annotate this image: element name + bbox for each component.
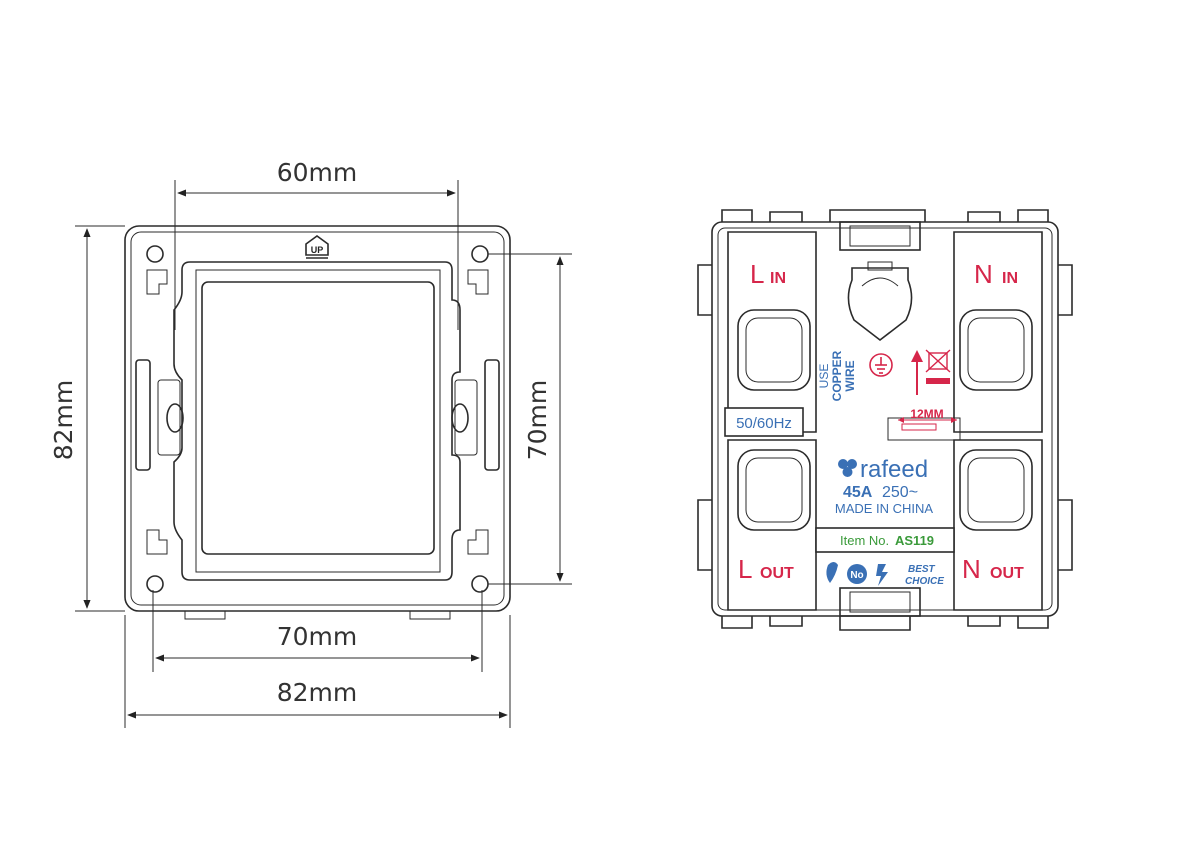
use-wire-line-2: COPPER bbox=[830, 350, 844, 401]
frame-side-slot-left bbox=[135, 359, 151, 471]
frame-bottom-notch-right bbox=[409, 611, 451, 620]
terminal-block-n-out bbox=[953, 439, 1043, 611]
rating-voltage: 250~ bbox=[882, 484, 918, 501]
label-l-in-sub: IN bbox=[770, 270, 786, 287]
module-top-clip-2 bbox=[769, 211, 803, 222]
frame-clip-right bbox=[454, 379, 478, 456]
up-mark-label: UP bbox=[311, 245, 324, 255]
certification-icons: No BEST CHOICE bbox=[826, 562, 944, 587]
frame-hole-tr bbox=[471, 245, 489, 263]
frame-bottom-notch-left bbox=[184, 611, 226, 620]
frame-hole-tl bbox=[146, 245, 164, 263]
frame-hole-bl bbox=[146, 575, 164, 593]
use-copper-wire-text: USE COPPER WIRE bbox=[817, 350, 857, 401]
frame-hole-br bbox=[471, 575, 489, 593]
module-side-clip-lt bbox=[697, 264, 712, 316]
frame-plate-outline bbox=[124, 225, 511, 612]
frequency-box: 50/60Hz bbox=[724, 407, 804, 437]
frame-screw-slot-left bbox=[166, 403, 184, 433]
lightning-icon bbox=[876, 564, 888, 586]
no-mark-icon-glyph: No bbox=[850, 570, 863, 581]
switch-module-drawing: L IN N IN L OUT N OUT USE COPPER WIRE bbox=[697, 209, 1073, 631]
item-label: Item No. bbox=[840, 533, 889, 548]
strip-length-gauge: 12MM bbox=[887, 407, 961, 441]
best-choice-line-2: CHOICE bbox=[905, 576, 944, 587]
item-number: AS119 bbox=[895, 533, 934, 548]
strip-length-label: 12MM bbox=[910, 407, 943, 421]
label-n-out-sub: OUT bbox=[990, 565, 1024, 582]
module-top-clip-3 bbox=[829, 209, 926, 222]
frame-catch-br bbox=[467, 529, 489, 555]
module-bottom-clip-3 bbox=[839, 616, 911, 631]
label-n-in: N bbox=[974, 259, 993, 289]
dim-label-bottom-outer: 82mm bbox=[277, 678, 358, 707]
item-number-box: Item No. AS119 bbox=[815, 527, 955, 553]
module-side-clip-lb bbox=[697, 499, 712, 571]
frequency-label: 50/60Hz bbox=[736, 415, 792, 432]
terminal-block-l-out bbox=[727, 439, 817, 611]
frame-screw-slot-right bbox=[451, 403, 469, 433]
frame-clip-left bbox=[157, 379, 181, 456]
module-bottom-clip-4 bbox=[967, 616, 1001, 627]
module-bottom-clip-1 bbox=[721, 616, 753, 629]
use-wire-line-3: WIRE bbox=[843, 360, 857, 391]
earth-ground-icon bbox=[869, 353, 893, 377]
terminal-block-n-in bbox=[953, 231, 1043, 433]
brand-name: rafeed bbox=[860, 456, 928, 483]
frame-catch-tr bbox=[467, 269, 489, 295]
label-l-out-sub: OUT bbox=[760, 565, 794, 582]
frame-opening-inner bbox=[195, 269, 441, 573]
earth-clamp bbox=[847, 261, 913, 342]
module-bottom-latch bbox=[839, 587, 921, 617]
frame-catch-tl bbox=[146, 269, 168, 295]
frame-dimensions: 60mm 82mm 70mm 70mm 82mm bbox=[49, 158, 572, 728]
dim-label-left-height: 82mm bbox=[49, 380, 78, 461]
module-top-clip-1 bbox=[721, 209, 753, 222]
dim-label-bottom-inner: 70mm bbox=[277, 622, 358, 651]
best-choice-line-1: BEST bbox=[908, 564, 936, 575]
module-body-inner bbox=[717, 227, 1053, 611]
rating-current: 45A bbox=[843, 484, 873, 501]
no-mark-icon bbox=[847, 564, 867, 584]
module-top-latch bbox=[839, 221, 921, 251]
module-top-clip-4 bbox=[967, 211, 1001, 222]
frame-opening-outer bbox=[173, 261, 461, 581]
weee-crossed-bin-icon bbox=[925, 349, 951, 384]
frame-side-slot-right bbox=[484, 359, 500, 471]
rafeed-brand-logo: rafeed bbox=[838, 456, 928, 483]
dim-label-top-width: 60mm bbox=[277, 158, 358, 187]
label-l-out: L bbox=[738, 554, 752, 584]
frame-plate-inner-edge bbox=[130, 231, 505, 606]
label-l-in: L bbox=[750, 259, 764, 289]
module-side-clip-rt bbox=[1058, 264, 1073, 316]
label-n-out: N bbox=[962, 554, 981, 584]
frame-catch-bl bbox=[146, 529, 168, 555]
module-bottom-clip-2 bbox=[769, 616, 803, 627]
module-top-clip-5 bbox=[1017, 209, 1049, 222]
terminal-block-l-in bbox=[727, 231, 817, 433]
frame-window bbox=[201, 281, 435, 555]
use-wire-line-1: USE bbox=[817, 364, 831, 389]
module-bottom-clip-5 bbox=[1017, 616, 1049, 629]
module-side-clip-rb bbox=[1058, 499, 1073, 571]
mounting-frame-drawing: UP bbox=[124, 225, 511, 620]
quality-mark-icon bbox=[826, 562, 838, 583]
up-mark: UP bbox=[305, 235, 329, 259]
orientation-up-arrow-icon bbox=[911, 350, 923, 395]
origin-label: MADE IN CHINA bbox=[835, 501, 934, 516]
label-n-in-sub: IN bbox=[1002, 270, 1018, 287]
dim-label-right-height: 70mm bbox=[523, 380, 552, 461]
